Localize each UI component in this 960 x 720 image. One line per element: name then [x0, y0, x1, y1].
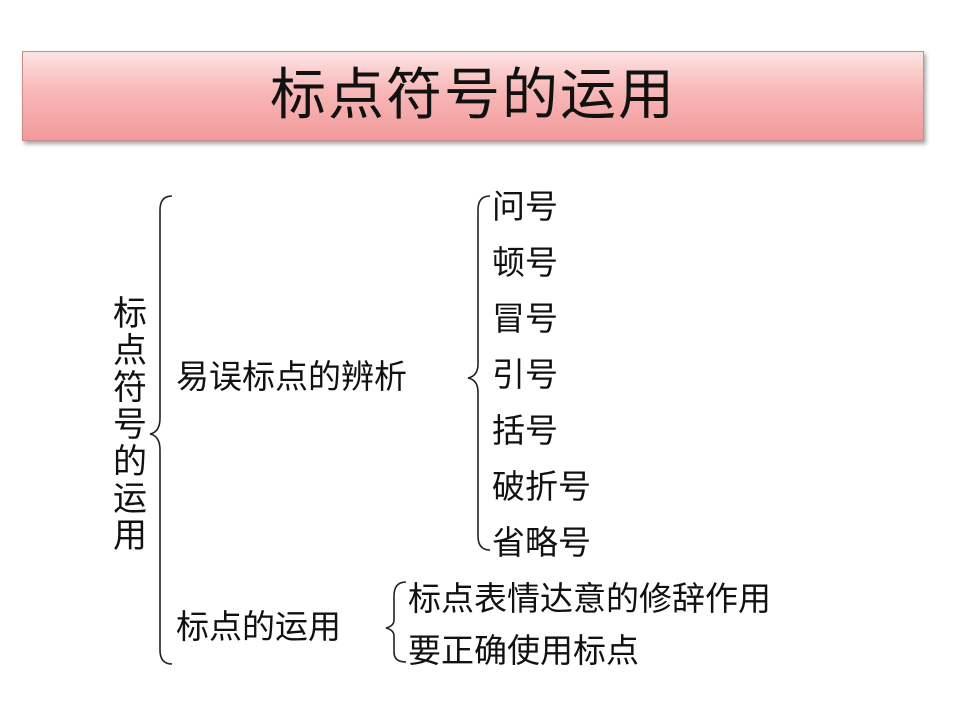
branch-1-item: 冒号 — [492, 299, 558, 338]
branch-2-item: 标点表情达意的修辞作用 — [408, 579, 771, 618]
branch-2-item: 要正确使用标点 — [408, 631, 639, 670]
branch-1-item: 省略号 — [492, 523, 591, 562]
branch-1-label: 易误标点的辨析 — [176, 357, 407, 396]
title-banner: 标点符号的运用 — [22, 51, 924, 141]
branch-1-item: 破折号 — [492, 467, 591, 506]
branch-1-item: 顿号 — [492, 243, 558, 282]
slide-title: 标点符号的运用 — [270, 63, 676, 128]
root-brace — [149, 195, 173, 665]
branch-2-brace — [385, 581, 407, 663]
branch-1-item: 引号 — [492, 355, 558, 394]
branch-2-label: 标点的运用 — [176, 607, 341, 646]
branch-1-item: 问号 — [492, 187, 558, 226]
branch-1-brace — [467, 195, 491, 551]
root-label: 标点符号的运用 — [113, 294, 147, 556]
branch-1-item: 括号 — [492, 411, 558, 450]
